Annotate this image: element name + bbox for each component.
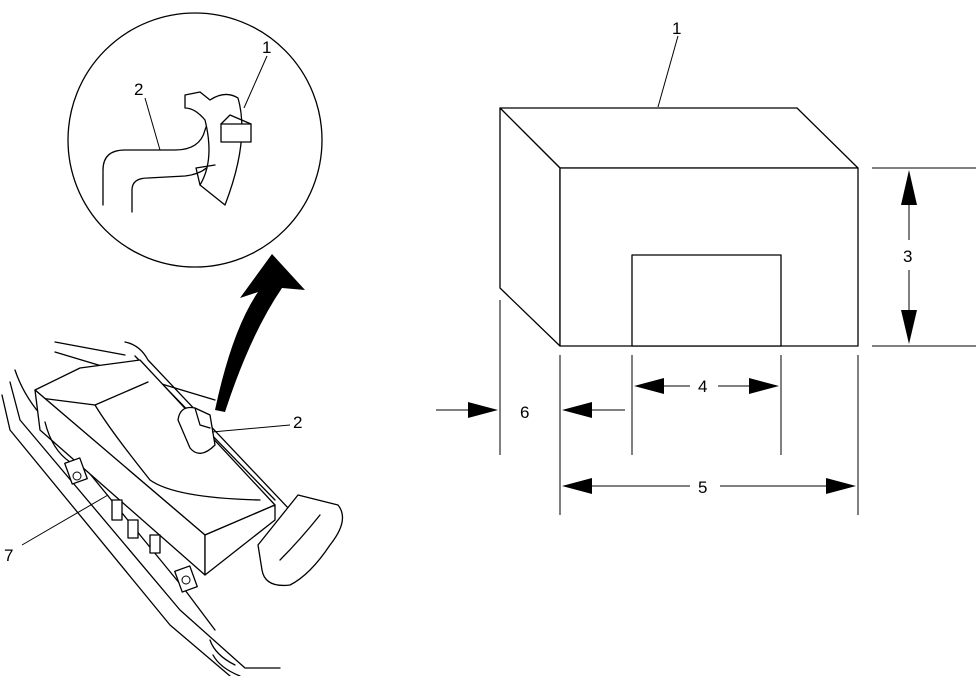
callout-detail-bracket: 1 (262, 38, 271, 57)
callout-overall-width: 5 (698, 478, 707, 497)
callout-detail-cable: 2 (134, 80, 143, 99)
module-side (204, 504, 276, 576)
assembly-view: 2 7 (1, 341, 344, 676)
detail-tab (220, 123, 252, 143)
callout-height: 3 (903, 247, 912, 266)
curved-arrow (215, 254, 305, 412)
callout-cable: 2 (293, 413, 302, 432)
box-opening (631, 254, 782, 347)
callout-module: 7 (4, 546, 13, 565)
callout-box: 1 (672, 19, 681, 38)
callout-depth: 6 (520, 403, 529, 422)
detail-circle (67, 12, 323, 268)
callout-opening-width: 4 (698, 377, 707, 396)
detail-view: 1 2 (67, 12, 323, 268)
connector-plug (257, 494, 344, 587)
box-dimension-view: 1 3 4 5 6 (436, 19, 976, 515)
assembly-clip (177, 406, 216, 454)
box-top (499, 107, 859, 169)
detail-bracket (184, 91, 243, 206)
